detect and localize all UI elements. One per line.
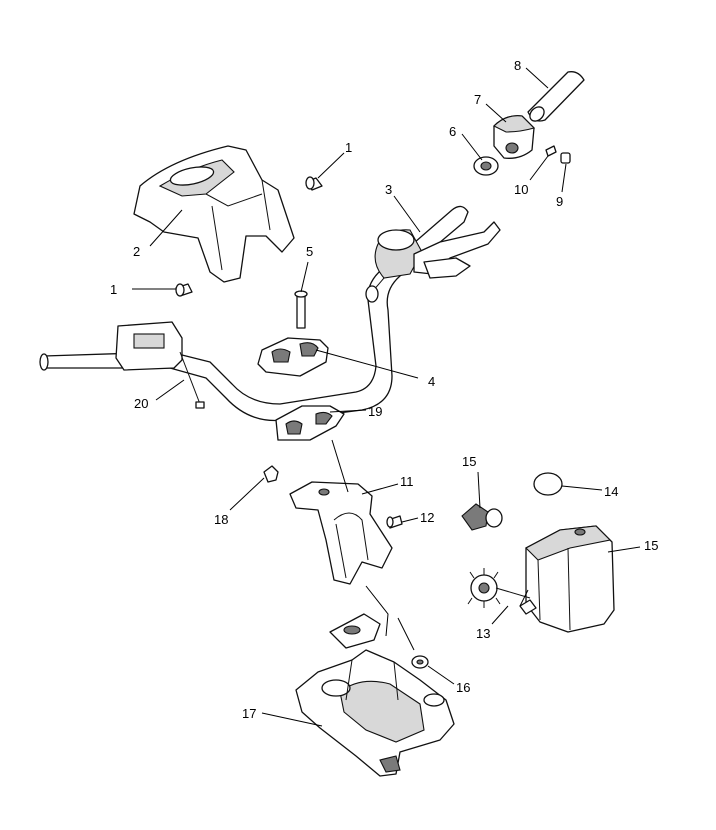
callout-12: 12 [420,510,434,525]
part-10-pin [545,145,557,157]
part-17-housing [295,613,455,777]
part-14-lens [533,472,563,496]
callout-5: 5 [306,244,313,259]
callout-9: 9 [556,194,563,209]
part-7-block [493,115,536,159]
part-1-bolt-upper [305,176,323,191]
callout-leaders [132,67,641,727]
callout-10: 10 [514,182,528,197]
callout-18: 18 [214,512,228,527]
part-6-washer [473,156,499,176]
callout-19: 19 [368,404,382,419]
callout-1-upper: 1 [345,140,352,155]
part-16-grommet [411,655,429,669]
part-8-grip [527,71,585,122]
part-18-clip [263,465,279,483]
part-15-bulb [461,503,503,531]
part-4-clamp [257,337,329,377]
part-1-bolt-lower [175,283,193,297]
callout-2: 2 [133,244,140,259]
assembly-guide-lines [331,439,529,651]
part-9-nut [560,152,571,164]
callout-8: 8 [514,58,521,73]
callout-3: 3 [385,182,392,197]
part-20-switch [115,321,205,409]
callout-13: 13 [476,626,490,641]
callout-4: 4 [428,374,435,389]
callout-11: 11 [400,474,414,489]
part-5-bolt [294,290,308,329]
callout-1-lower: 1 [110,282,117,297]
part-13-socket [467,568,537,615]
part-11-bracket [289,481,393,585]
callout-6: 6 [449,124,456,139]
callout-15-bulb: 15 [462,454,476,469]
callout-17: 17 [242,706,256,721]
callout-labels: 1 1 2 3 4 5 6 7 8 9 10 11 12 13 14 15 15… [110,58,658,721]
part-15-headlight [525,525,615,633]
callout-20: 20 [134,396,148,411]
part-12-screw [386,515,403,529]
callout-7: 7 [474,92,481,107]
callout-16: 16 [456,680,470,695]
callout-15-headlight: 15 [644,538,658,553]
part-2-cover [133,145,295,283]
part-19-clamp [275,405,345,441]
callout-14: 14 [604,484,618,499]
